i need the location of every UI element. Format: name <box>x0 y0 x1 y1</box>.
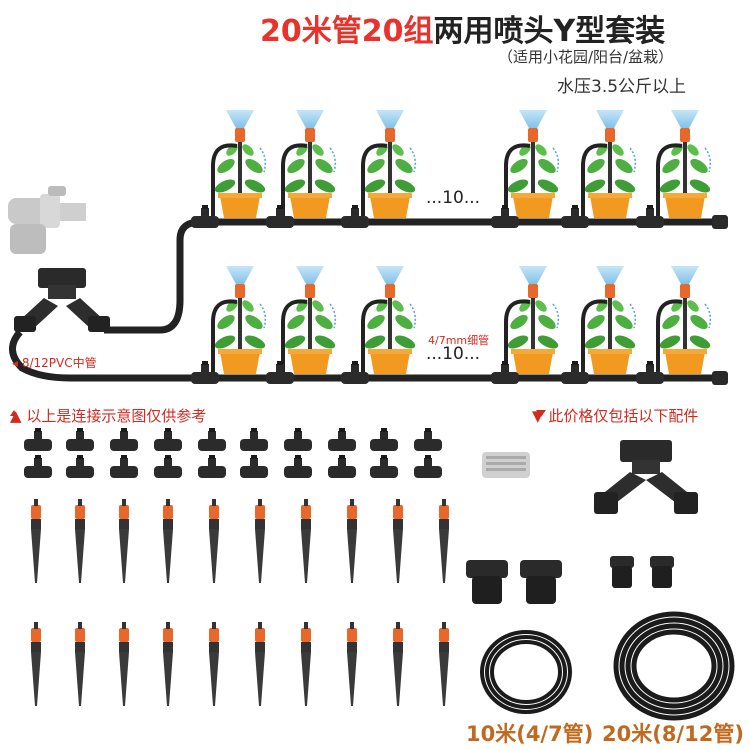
faucet-illustration <box>8 186 86 254</box>
pipe-end-caps <box>466 560 562 604</box>
arrow-left-icon: ◂ <box>12 356 22 370</box>
ellipsis-count-top: ...10... <box>426 188 481 208</box>
thin-tube-label: 4/7mm细管 <box>428 334 490 347</box>
tube-coil-20m <box>613 611 735 721</box>
tube-coil-10m <box>480 630 572 714</box>
sprinkler-stake-grid <box>31 499 449 706</box>
page-title: 20米管20组两用喷头Y型套装 <box>260 6 665 50</box>
y-connector-part <box>594 440 698 514</box>
title-highlight: 20米管20组 <box>260 14 434 49</box>
main-tube-label: ◂ 8/12PVC中管 <box>12 356 97 370</box>
thread-adapter <box>482 452 530 478</box>
tee-connector-grid <box>24 428 442 478</box>
y-connector-diagram <box>14 268 110 332</box>
note-reference: ▲ 以上是连接示意图仅供参考 <box>10 407 207 425</box>
pressure-note: 水压3.5公斤以上 <box>557 77 687 97</box>
triangle-up-icon: ▲ <box>10 407 27 425</box>
caption-tube-10m: 10米(4/7管) <box>466 722 594 746</box>
triangle-down-icon: ▼ <box>532 407 549 425</box>
ellipsis-count-bottom: ...10... <box>426 344 481 364</box>
caption-tube-20m: 20米(8/12管) <box>602 722 744 746</box>
note-included: ▼ 此价格仅包括以下配件 <box>532 407 699 425</box>
subtitle: （适用小花园/阳台/盆栽） <box>498 48 674 66</box>
small-end-caps <box>610 556 674 588</box>
title-rest: 两用喷头Y型套装 <box>433 14 666 49</box>
